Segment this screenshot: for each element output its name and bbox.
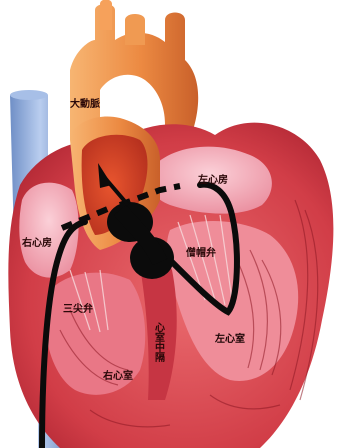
label-septum: 心室中隔: [153, 322, 165, 363]
label-tricuspid-valve: 三尖弁: [63, 302, 93, 315]
label-left-ventricle: 左心室: [214, 332, 245, 345]
label-right-atrium: 右心房: [21, 236, 52, 249]
label-aorta: 大動脈: [70, 97, 100, 110]
label-mitral-valve: 僧帽弁: [186, 246, 216, 259]
label-right-ventricle: 右心室: [102, 369, 133, 382]
label-left-atrium: 左心房: [197, 173, 228, 186]
